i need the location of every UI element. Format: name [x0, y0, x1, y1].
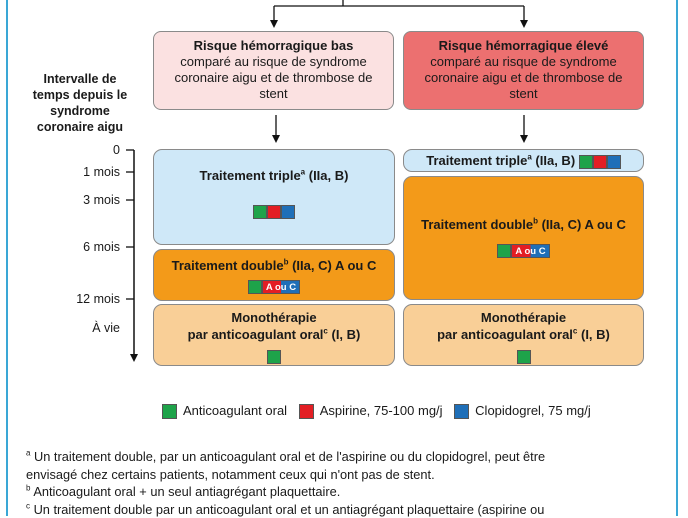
- right-mono-line2: par anticoagulant oralc (I, B): [404, 326, 643, 343]
- right-mono-line1: Monothérapie: [404, 309, 643, 326]
- anticoag-square-icon: [517, 350, 531, 364]
- a-ou-c-badge: A ou C: [511, 244, 549, 258]
- clopidogrel-square-icon: [454, 404, 469, 419]
- right-double-box: Traitement doubleb (IIa, C) A ou C A ou …: [403, 176, 644, 300]
- right-mono-box: Monothérapie par anticoagulant oralc (I,…: [403, 304, 644, 366]
- left-triple-box: Traitement triplea (IIa, B): [153, 149, 395, 245]
- footnote-c: c Un traitement double par un anticoagul…: [26, 501, 666, 518]
- clopidogrel-square-icon: [281, 205, 295, 219]
- anticoag-square-icon: [162, 404, 177, 419]
- footnotes: a Un traitement double, par un anticoagu…: [26, 448, 666, 518]
- anticoag-square-icon: [579, 155, 593, 169]
- anticoag-square-icon: [248, 280, 262, 294]
- aspirin-square-icon: [593, 155, 607, 169]
- right-triple-label: Traitement triplea (IIa, B): [404, 152, 643, 169]
- right-triple-box: Traitement triplea (IIa, B): [403, 149, 644, 172]
- tick-label-0: 0: [113, 143, 120, 157]
- tick-label-12-mois: 12 mois: [76, 292, 120, 306]
- right-double-label: Traitement doubleb (IIa, C) A ou C: [404, 216, 643, 233]
- left-triple-icons: [154, 202, 394, 219]
- risk-low-title: Risque hémorragique bas: [154, 38, 393, 54]
- aspirin-square-icon: [299, 404, 314, 419]
- left-mono-line1: Monothérapie: [154, 309, 394, 326]
- risk-low-text: comparé au risque de syndrome coronaire …: [154, 54, 393, 102]
- risk-high-text: comparé au risque de syndrome coronaire …: [404, 54, 643, 102]
- anticoag-square-icon: [497, 244, 511, 258]
- right-double-icons: A ou C: [404, 241, 643, 258]
- tick-label-6-mois: 6 mois: [83, 240, 120, 254]
- legend-item-aspirin: Aspirine, 75-100 mg/j: [299, 403, 443, 419]
- left-double-icons: A ou C: [154, 277, 394, 294]
- a-ou-c-badge: A ou C: [262, 280, 300, 294]
- tick-label-3-mois: 3 mois: [83, 193, 120, 207]
- right-mono-icons: [404, 347, 643, 364]
- legend: Anticoagulant oral Aspirine, 75-100 mg/j…: [162, 403, 599, 419]
- left-double-label: Traitement doubleb (IIa, C) A ou C: [154, 257, 394, 274]
- risk-low-box: Risque hémorragique bas comparé au risqu…: [153, 31, 394, 110]
- clopidogrel-square-icon: [607, 155, 621, 169]
- risk-high-box: Risque hémorragique élevé comparé au ris…: [403, 31, 644, 110]
- timeline-title: Intervalle de temps depuis le syndrome c…: [24, 71, 136, 135]
- anticoag-square-icon: [267, 350, 281, 364]
- footnote-b: b Anticoagulant oral + un seul antiagrég…: [26, 483, 666, 501]
- left-double-box: Traitement doubleb (IIa, C) A ou C A ou …: [153, 249, 395, 301]
- legend-item-anticoag: Anticoagulant oral: [162, 403, 287, 419]
- left-mono-line2: par anticoagulant oralc (I, B): [154, 326, 394, 343]
- left-mono-icons: [154, 347, 394, 364]
- risk-high-title: Risque hémorragique élevé: [404, 38, 643, 54]
- anticoag-square-icon: [253, 205, 267, 219]
- left-triple-label: Traitement triplea (IIa, B): [154, 167, 394, 184]
- tick-label-a-vie: À vie: [92, 321, 120, 335]
- footnote-a-cont: envisagé chez certains patients, notamme…: [26, 466, 666, 484]
- tick-label-1-mois: 1 mois: [83, 165, 120, 179]
- footnote-a: a Un traitement double, par un anticoagu…: [26, 448, 666, 466]
- legend-item-clopidogrel: Clopidogrel, 75 mg/j: [454, 403, 591, 419]
- left-mono-box: Monothérapie par anticoagulant oralc (I,…: [153, 304, 395, 366]
- aspirin-square-icon: [267, 205, 281, 219]
